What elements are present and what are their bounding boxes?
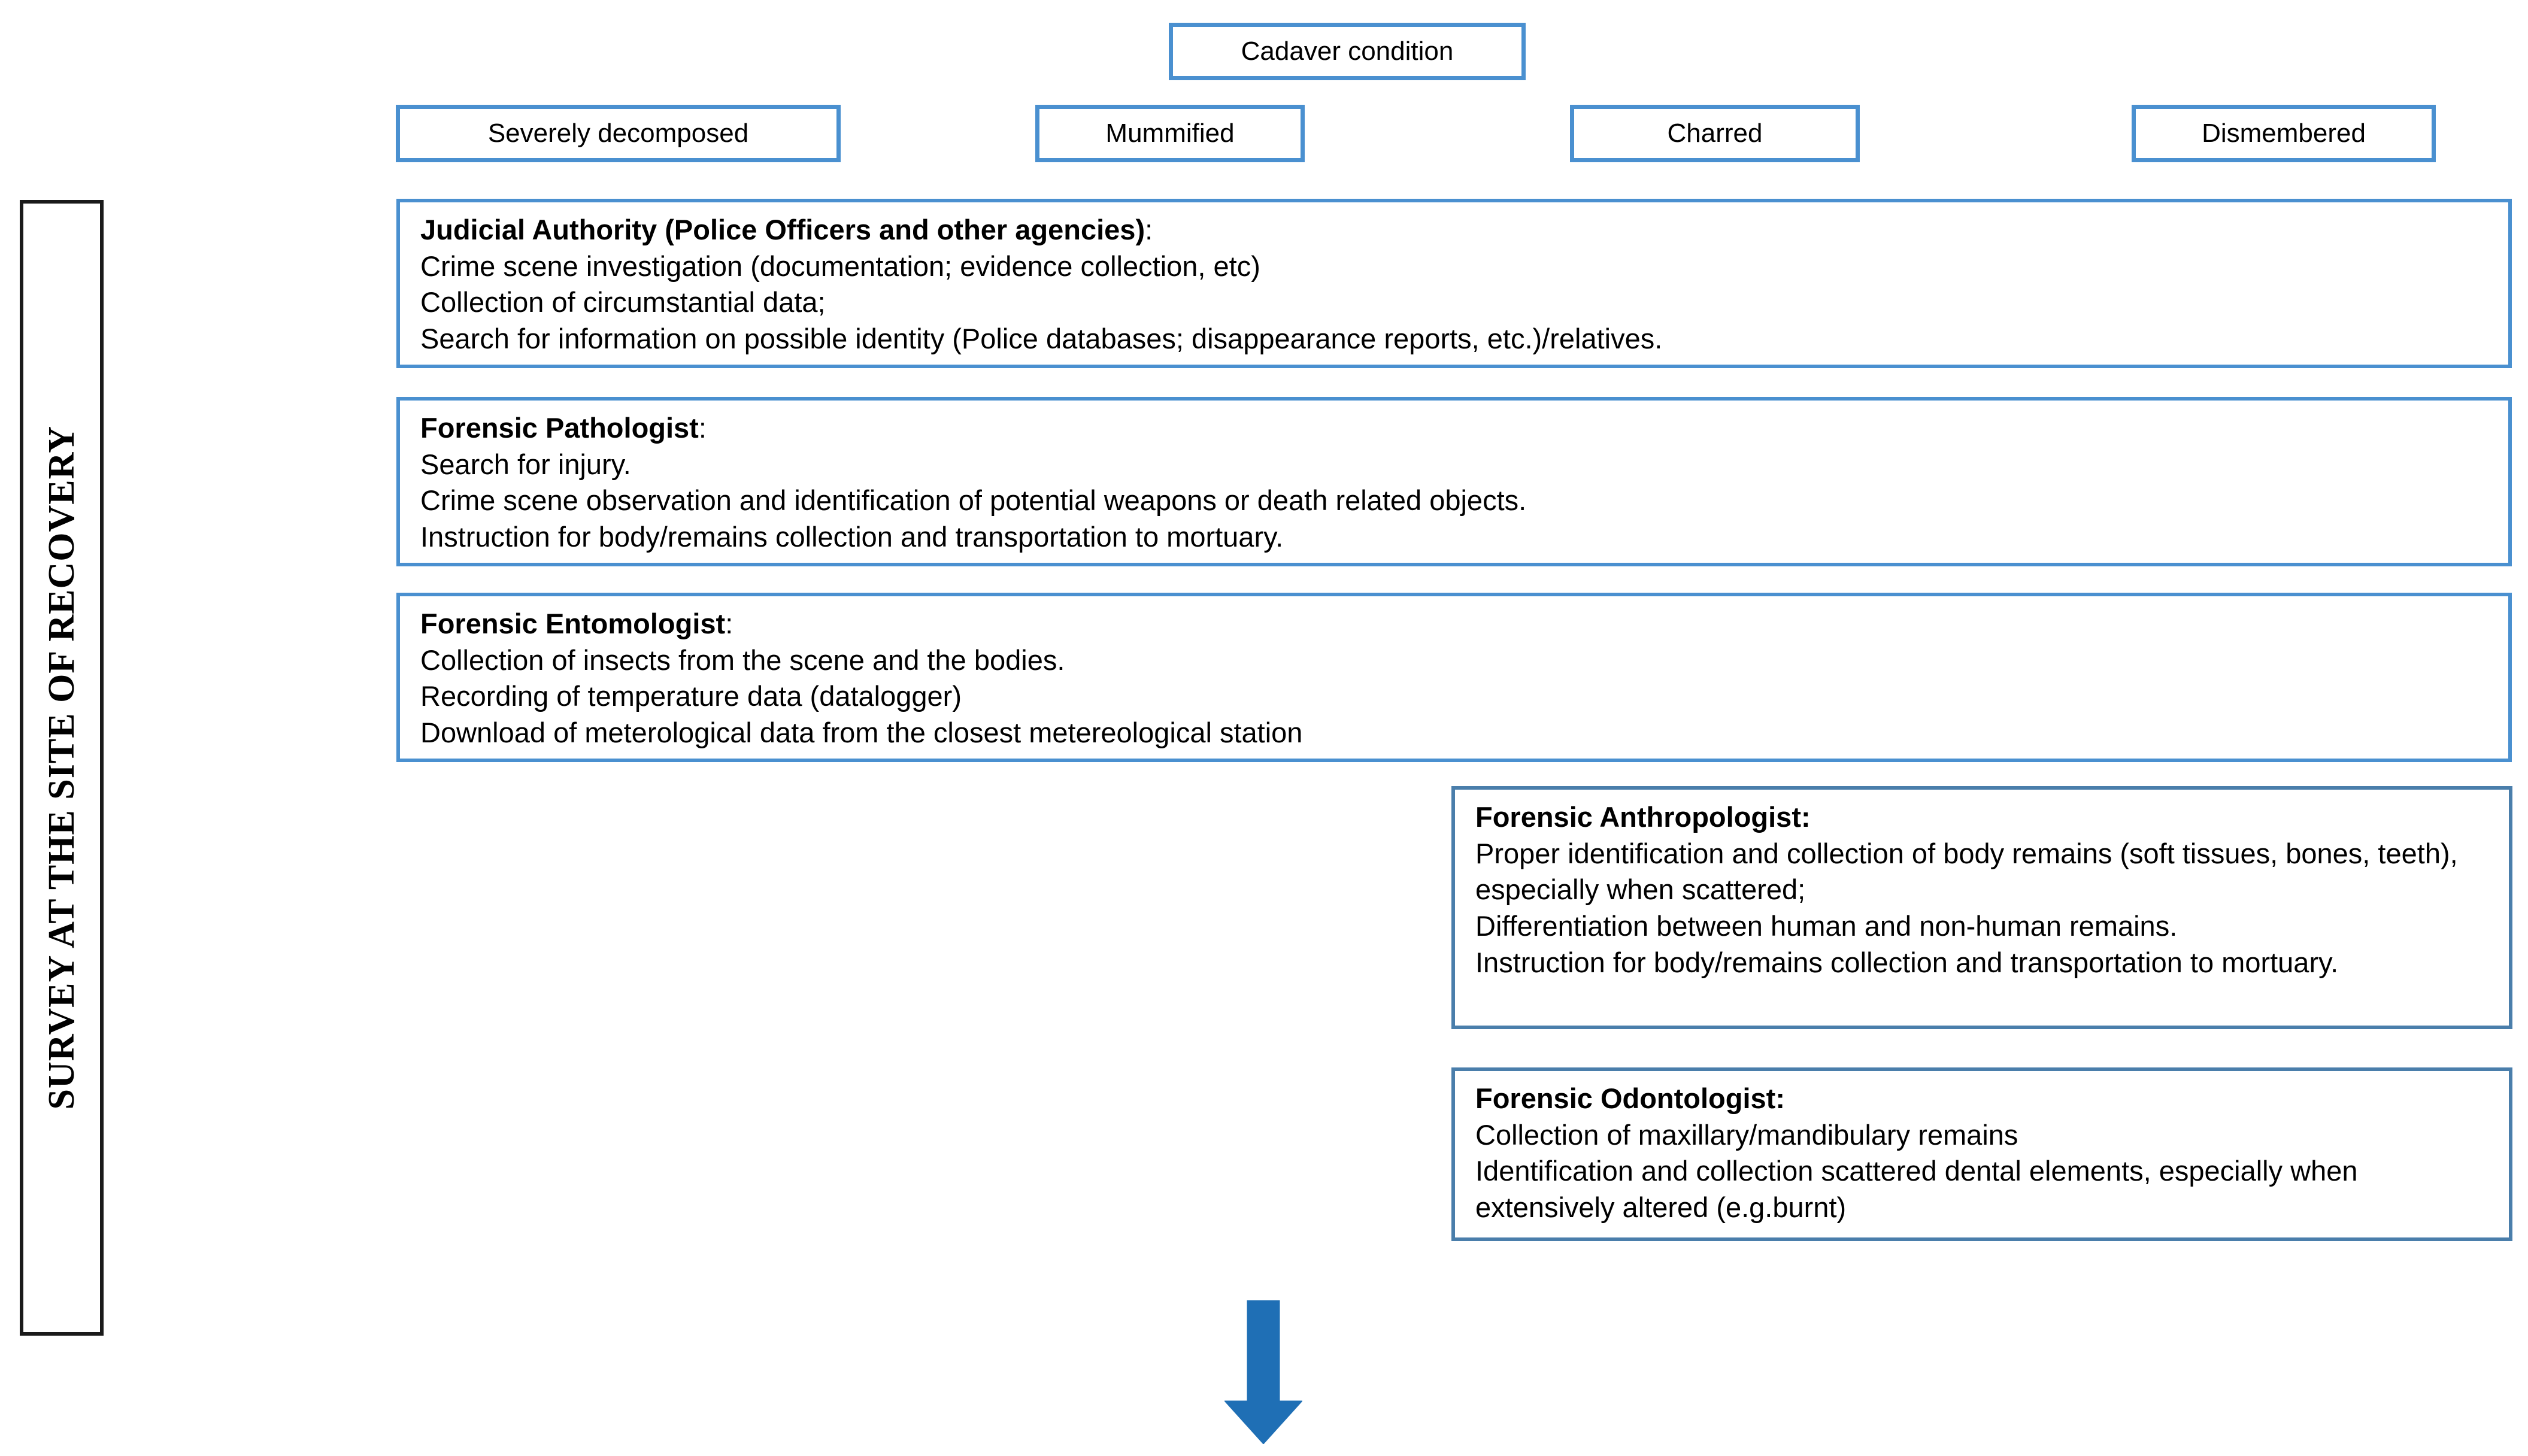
role-heading-forensic-entomologist: Forensic Entomologist: [420,608,733,639]
role-line: Crime scene investigation (documentation… [420,250,1260,282]
role-line: Collection of maxillary/mandibulary rema… [1475,1118,2018,1151]
role-heading-judicial-authority: Judicial Authority (Police Officers and … [420,214,1153,245]
role-line: Crime scene observation and identificati… [420,484,1527,517]
role-line: Proper identification and collection of … [1475,837,2458,906]
condition-box-mummified: Mummified [1035,105,1305,162]
cadaver-condition-label: Cadaver condition [1241,36,1454,66]
down-arrow-icon [1223,1300,1304,1445]
condition-label-mummified: Mummified [1105,118,1235,148]
role-line: Collection of circumstantial data; [420,286,826,318]
condition-box-severely-decomposed: Severely decomposed [396,105,841,162]
role-box-forensic-odontologist: Forensic Odontologist: Collection of max… [1451,1067,2512,1241]
role-line: Instruction for body/remains collection … [1475,946,2339,978]
role-line: Recording of temperature data (datalogge… [420,680,962,712]
role-box-forensic-entomologist: Forensic Entomologist: Collection of ins… [396,593,2512,762]
condition-box-charred: Charred [1570,105,1860,162]
role-line: Search for information on possible ident… [420,322,1663,354]
role-line: Identification and collection scattered … [1475,1155,2358,1223]
cadaver-condition-box: Cadaver condition [1169,23,1526,80]
condition-label-charred: Charred [1667,118,1763,148]
survey-stage-label: SURVEY AT THE SITE OF RECOVERY [41,426,82,1110]
role-box-forensic-pathologist: Forensic Pathologist: Search for injury.… [396,397,2512,566]
survey-stage-sidebar: SURVEY AT THE SITE OF RECOVERY [20,200,104,1336]
role-line: Differentiation between human and non-hu… [1475,909,2178,942]
role-heading-forensic-anthropologist: Forensic Anthropologist: [1475,801,1811,833]
role-line: Download of meterological data from the … [420,716,1303,748]
role-box-judicial-authority: Judicial Authority (Police Officers and … [396,199,2512,368]
role-line: Search for injury. [420,448,631,480]
condition-box-dismembered: Dismembered [2132,105,2436,162]
role-heading-forensic-pathologist: Forensic Pathologist: [420,412,707,444]
condition-label-dismembered: Dismembered [2202,118,2366,148]
condition-label-severely-decomposed: Severely decomposed [487,118,749,148]
role-line: Collection of insects from the scene and… [420,644,1065,676]
role-heading-forensic-odontologist: Forensic Odontologist: [1475,1082,1785,1114]
role-box-forensic-anthropologist: Forensic Anthropologist: Proper identifi… [1451,786,2512,1029]
role-line: Instruction for body/remains collection … [420,520,1284,553]
